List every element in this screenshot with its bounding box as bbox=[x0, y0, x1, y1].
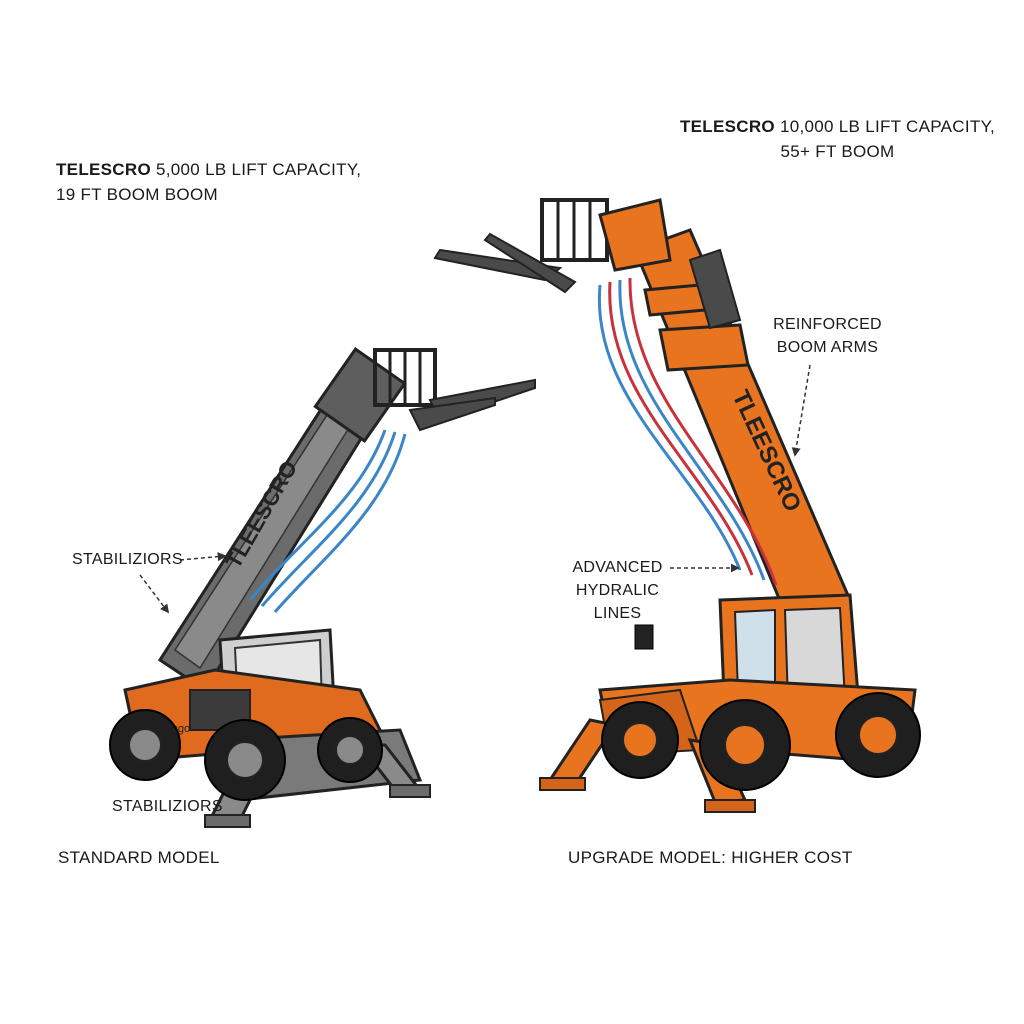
standard-wheels bbox=[109, 709, 383, 801]
standard-hydraulic-hoses bbox=[248, 429, 407, 613]
callout-boom-line2: BOOM ARMS bbox=[776, 339, 879, 357]
stabilizers-top-leader bbox=[179, 552, 227, 562]
standard-spec-label: TELESCRO 5,000 LB LIFT CAPACITY, 19 FT B… bbox=[56, 158, 361, 207]
upgrade-wheels bbox=[601, 692, 921, 791]
upgrade-spec-label: TELESCRO 10,000 LB LIFT CAPACITY, 55+ FT… bbox=[640, 115, 1024, 164]
callout-stabilizers-bottom: STABILIZIORS bbox=[112, 798, 223, 815]
standard-spec-line2: 19 FT BOOM BOOM bbox=[56, 184, 218, 204]
upgrade-brand: TELESCRO bbox=[679, 117, 775, 136]
callout-hydraulic-line3: LINES bbox=[593, 605, 642, 623]
stabilizers-top-leader-2 bbox=[139, 574, 170, 614]
callout-boom-line1: REINFORCED bbox=[773, 316, 882, 333]
upgrade-spec-line2: 55+ FT BOOM bbox=[780, 141, 895, 161]
standard-telehandler: TLEESCRO Weirsgo bbox=[109, 347, 536, 828]
callout-hydraulic-line2: HYDRALIC bbox=[575, 582, 660, 600]
upgrade-model-caption: UPGRADE MODEL: HIGHER COST bbox=[568, 848, 853, 867]
standard-brand: TELESCRO bbox=[56, 160, 151, 179]
callout-stabilizers-top: STABILIZIORS bbox=[72, 551, 183, 568]
upgrade-fork-carriage bbox=[433, 198, 672, 294]
callout-hydraulic-line1: ADVANCED bbox=[572, 559, 663, 576]
boom-arms-leader bbox=[791, 364, 811, 457]
standard-boom: TLEESCRO bbox=[157, 347, 407, 693]
standard-fork-carriage bbox=[373, 348, 536, 432]
upgrade-spec-line1: 10,000 LB LIFT CAPACITY, bbox=[779, 117, 996, 136]
callout-advanced-hydraulic: ADVANCED HYDRALIC LINES bbox=[560, 556, 675, 626]
callout-reinforced-boom: REINFORCED BOOM ARMS bbox=[760, 313, 895, 359]
upgrade-telehandler: TLEESCRO bbox=[433, 198, 921, 813]
upgrade-hydraulic-hoses bbox=[597, 277, 778, 586]
standard-spec-line1: 5,000 LB LIFT CAPACITY, bbox=[156, 160, 362, 179]
standard-model-caption: STANDARD MODEL bbox=[58, 848, 220, 867]
